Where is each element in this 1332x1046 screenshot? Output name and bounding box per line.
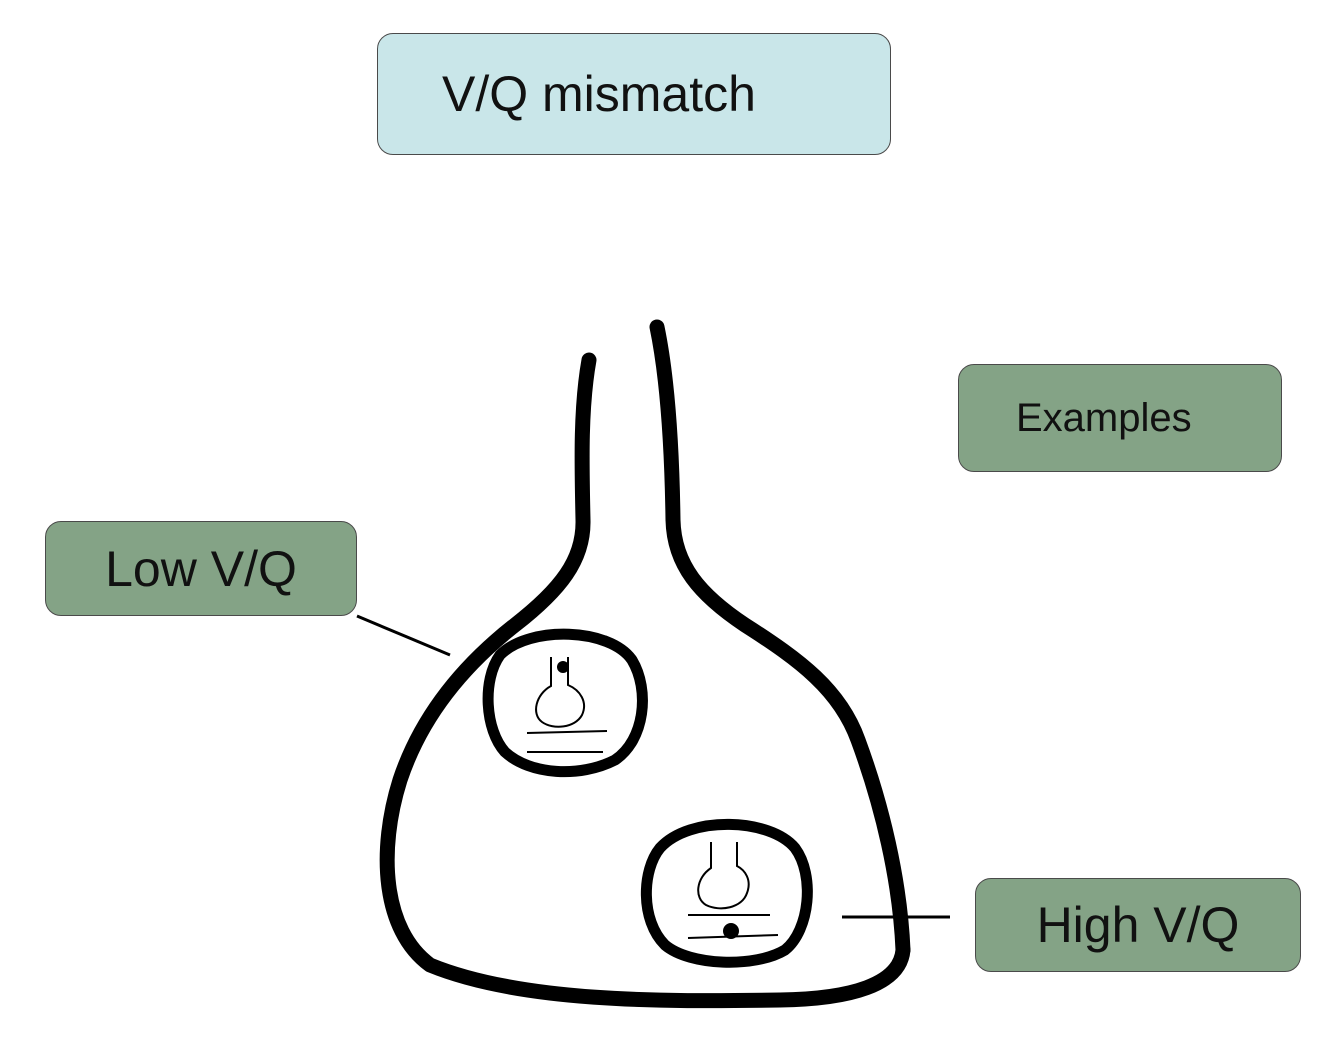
title-text: V/Q mismatch — [442, 66, 756, 122]
lung-outline-right — [649, 319, 911, 958]
examples-label: Examples — [1016, 395, 1192, 440]
low-connector-line — [356, 614, 451, 657]
blood-dot-low — [557, 661, 569, 673]
examples-box: Examples — [958, 364, 1282, 472]
lung-outline-left — [379, 352, 911, 1009]
alveolus-high — [640, 818, 813, 968]
alveolus-low — [482, 628, 648, 778]
blood-dot-high — [723, 923, 739, 939]
high-vq-box: High V/Q — [975, 878, 1301, 972]
low-vq-box: Low V/Q — [45, 521, 357, 616]
alveolus-low-detail — [526, 657, 608, 753]
high-vq-label: High V/Q — [1036, 897, 1240, 953]
title-box: V/Q mismatch — [377, 33, 891, 155]
low-vq-label: Low V/Q — [105, 540, 297, 597]
